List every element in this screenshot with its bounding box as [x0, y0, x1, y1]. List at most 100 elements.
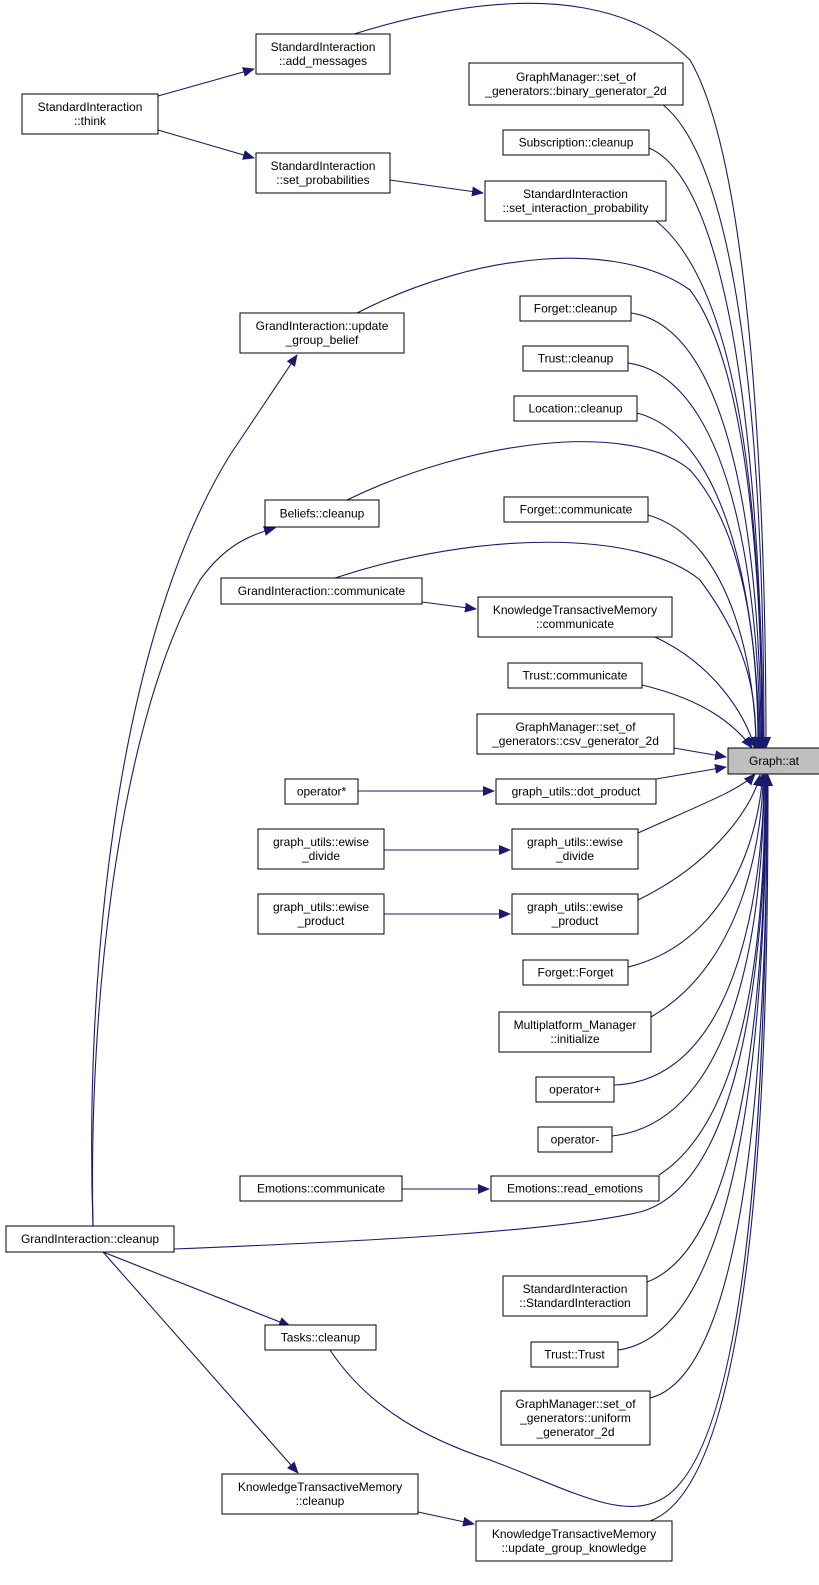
node-label: Trust::communicate	[523, 669, 628, 683]
node-gi-cleanup[interactable]: GrandInteraction::cleanup	[5, 1225, 175, 1253]
node-gu-ewise-product-left[interactable]: graph_utils::ewise_product	[257, 893, 385, 935]
node-ktm-update-group-knowledge[interactable]: KnowledgeTransactiveMemory::update_group…	[475, 1520, 673, 1562]
node-gm-uniform[interactable]: GraphManager::set_of_generators::uniform…	[500, 1390, 651, 1446]
node-label: _product	[297, 914, 345, 928]
node-si-set-probabilities[interactable]: StandardInteraction::set_probabilities	[255, 152, 391, 194]
node-box	[239, 312, 405, 354]
edge-ktm_cleanup-to-ktm_update_group_knowledge	[417, 1511, 475, 1527]
edge-gi_communicate-to-graph_at	[334, 541, 761, 749]
node-forget-communicate[interactable]: Forget::communicate	[503, 496, 649, 523]
node-trust-trust[interactable]: Trust::Trust	[530, 1341, 619, 1368]
node-box	[502, 129, 650, 156]
node-box	[530, 1341, 619, 1368]
node-graph-at[interactable]: Graph::at	[727, 747, 819, 775]
node-label: graph_utils::ewise	[527, 835, 623, 849]
node-label: KnowledgeTransactiveMemory	[238, 1480, 402, 1494]
node-label: Subscription::cleanup	[519, 136, 634, 150]
node-label: ::initialize	[550, 1032, 600, 1046]
node-label: Beliefs::cleanup	[280, 507, 365, 521]
node-gm-binary[interactable]: GraphManager::set_of_generators::binary_…	[468, 62, 684, 106]
node-label: _generator_2d	[535, 1425, 614, 1439]
node-box	[220, 577, 423, 605]
node-box	[522, 345, 629, 372]
node-beliefs-cleanup[interactable]: Beliefs::cleanup	[264, 499, 380, 528]
node-label: ::set_interaction_probability	[502, 201, 648, 215]
node-label: operator*	[297, 785, 347, 799]
node-box	[477, 596, 673, 638]
node-label: Location::cleanup	[528, 402, 622, 416]
node-label: KnowledgeTransactiveMemory	[492, 1527, 656, 1541]
edge-si_think-to-si_add_messages	[157, 67, 255, 97]
node-label: ::StandardInteraction	[519, 1296, 630, 1310]
node-label: Trust::Trust	[544, 1348, 605, 1362]
node-label: ::think	[74, 114, 107, 128]
node-gu-ewise-divide[interactable]: graph_utils::ewise_divide	[511, 828, 639, 870]
node-forget-cleanup[interactable]: Forget::cleanup	[519, 295, 632, 322]
node-box	[255, 152, 391, 194]
node-si-set-interaction-probability[interactable]: StandardInteraction::set_interaction_pro…	[484, 180, 667, 222]
node-label: _product	[551, 914, 599, 928]
node-box	[490, 1175, 660, 1202]
node-tasks-cleanup[interactable]: Tasks::cleanup	[264, 1324, 377, 1351]
edge-mp_initialize-to-graph_at	[650, 774, 768, 1018]
node-label: GrandInteraction::communicate	[238, 584, 406, 598]
node-box	[727, 747, 819, 775]
edge-gm_csv-to-graph_at	[673, 747, 727, 761]
node-label: Emotions::communicate	[257, 1182, 385, 1196]
edge-sub_cleanup-to-graph_at	[648, 147, 768, 749]
node-gi-update-group-belief[interactable]: GrandInteraction::update_group_belief	[239, 312, 405, 354]
node-trust-communicate[interactable]: Trust::communicate	[507, 662, 643, 689]
edge-gi_cleanup-to-graph_at	[173, 774, 771, 1250]
node-operator-star[interactable]: operator*	[284, 778, 359, 805]
node-gu-ewise-divide-left[interactable]: graph_utils::ewise_divide	[257, 828, 385, 870]
node-box	[264, 499, 380, 528]
edge-operator_minus-to-graph_at	[611, 774, 769, 1137]
node-label: graph_utils::dot_product	[512, 785, 641, 799]
node-box	[475, 1520, 673, 1562]
node-mp-initialize[interactable]: Multiplatform_Manager::initialize	[498, 1011, 652, 1053]
node-label: Emotions::read_emotions	[507, 1182, 643, 1196]
node-label: StandardInteraction	[271, 40, 376, 54]
node-location-cleanup[interactable]: Location::cleanup	[513, 395, 638, 422]
node-label: GraphManager::set_of	[515, 720, 636, 734]
node-label: graph_utils::ewise	[273, 835, 369, 849]
node-ktm-cleanup[interactable]: KnowledgeTransactiveMemory::cleanup	[221, 1473, 419, 1515]
node-label: ::add_messages	[279, 54, 367, 68]
edge-gi_cleanup-to-tasks_cleanup	[102, 1251, 291, 1327]
edge-forget_forget-to-graph_at	[627, 774, 767, 968]
node-sub-cleanup[interactable]: Subscription::cleanup	[502, 129, 650, 156]
node-gm-csv[interactable]: GraphManager::set_of_generators::csv_gen…	[476, 713, 675, 755]
node-label: _generators::binary_generator_2d	[484, 84, 666, 98]
node-label: StandardInteraction	[523, 1282, 628, 1296]
node-operator-minus[interactable]: operator-	[537, 1126, 613, 1153]
node-si-constructor[interactable]: StandardInteraction::StandardInteraction	[502, 1275, 648, 1317]
node-label: Multiplatform_Manager	[514, 1018, 637, 1032]
node-label: GrandInteraction::cleanup	[21, 1232, 159, 1246]
node-box	[498, 1011, 652, 1053]
node-box	[484, 180, 667, 222]
node-emotions-communicate[interactable]: Emotions::communicate	[239, 1175, 403, 1202]
node-label: Trust::cleanup	[538, 352, 614, 366]
node-forget-forget[interactable]: Forget::Forget	[522, 959, 629, 986]
node-emotions-read-emotions[interactable]: Emotions::read_emotions	[490, 1175, 660, 1202]
edge-gu_ewise_product-to-graph_at	[637, 774, 763, 901]
node-box	[257, 828, 385, 870]
node-trust-cleanup[interactable]: Trust::cleanup	[522, 345, 629, 372]
node-gu-dot-product[interactable]: graph_utils::dot_product	[495, 778, 657, 805]
node-label: Forget::Forget	[537, 966, 614, 980]
edge-ktm_update_group_knowledge-to-graph_at	[649, 774, 773, 1522]
edge-tasks_cleanup-to-graph_at	[329, 774, 772, 1508]
node-si-think[interactable]: StandardInteraction::think	[21, 93, 159, 135]
node-box	[513, 395, 638, 422]
node-operator-plus[interactable]: operator+	[535, 1076, 615, 1103]
edge-trust_trust-to-graph_at	[617, 774, 771, 1351]
node-si-add-messages[interactable]: StandardInteraction::add_messages	[255, 33, 391, 75]
edge-gi_update_group_belief-to-graph_at	[356, 257, 767, 749]
node-box	[21, 93, 159, 135]
node-gu-ewise-product[interactable]: graph_utils::ewise_product	[511, 893, 639, 935]
node-ktm-communicate[interactable]: KnowledgeTransactiveMemory::communicate	[477, 596, 673, 638]
edge-ktm_communicate-to-graph_at	[654, 636, 757, 749]
node-gi-communicate[interactable]: GrandInteraction::communicate	[220, 577, 423, 605]
node-box	[255, 33, 391, 75]
